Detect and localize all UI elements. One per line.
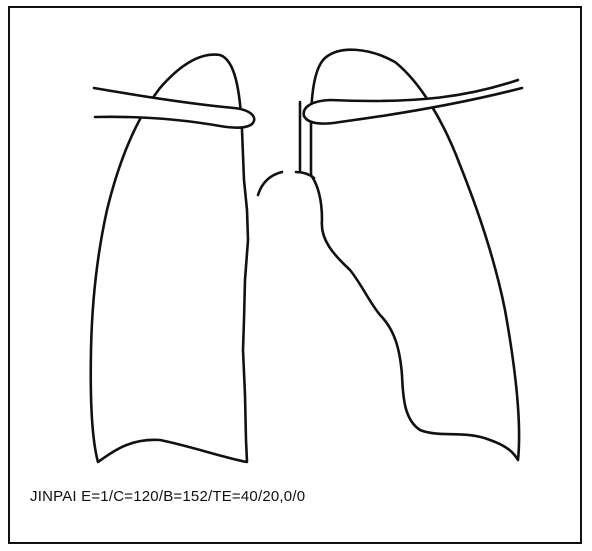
acquisition-parameters-caption: JINPAI E=1/C=120/B=152/TE=40/20,0/0: [30, 488, 305, 505]
right-clavicle: [304, 80, 522, 124]
trachea-left-wall: [258, 172, 282, 195]
left-clavicle: [94, 88, 254, 128]
